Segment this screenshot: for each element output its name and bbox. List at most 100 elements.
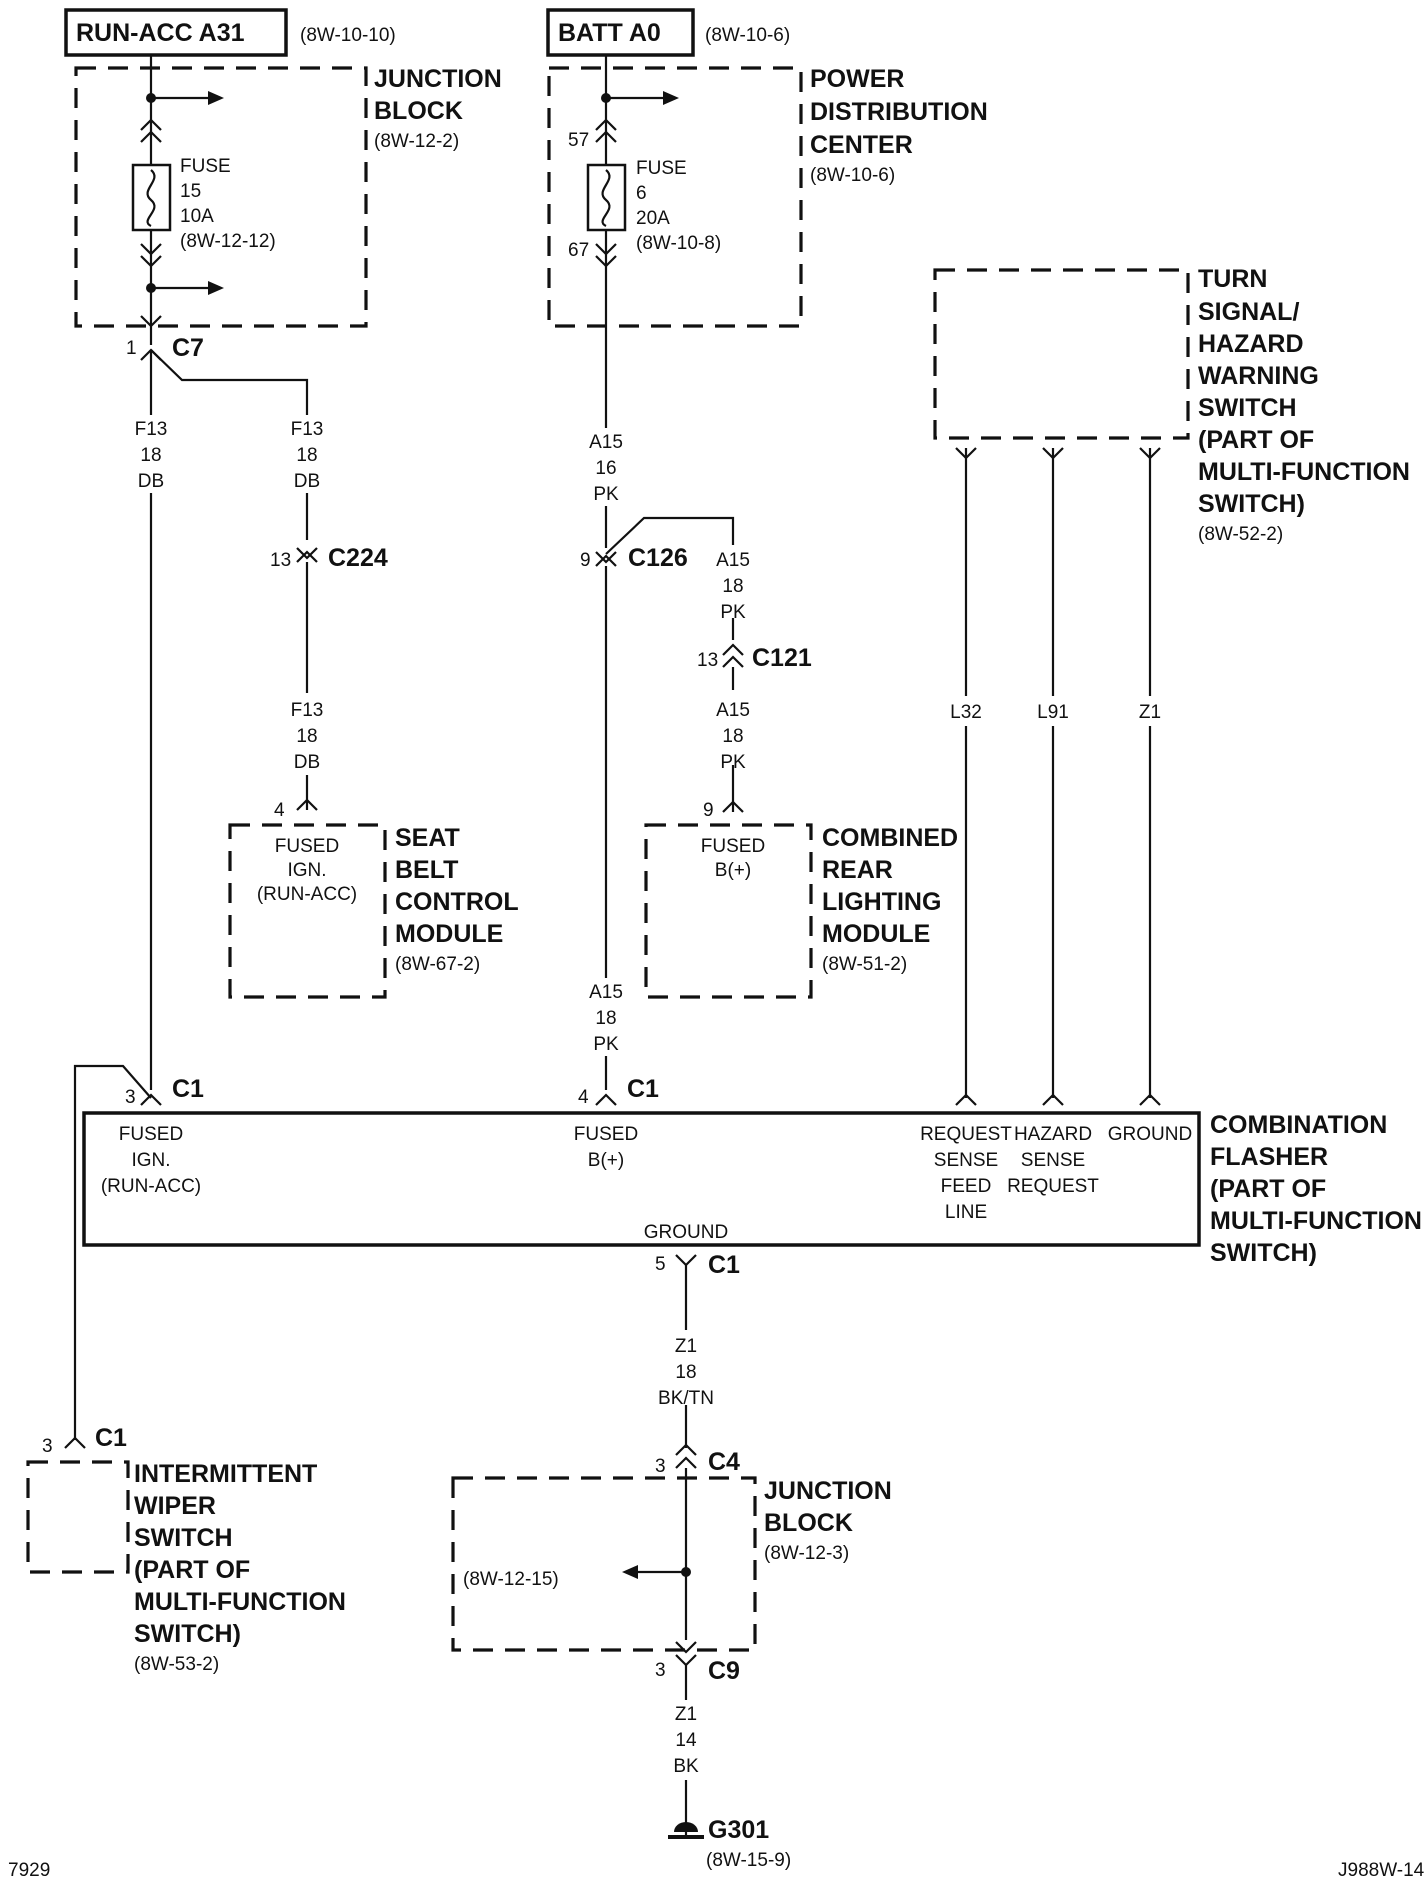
- c1-b-name: C1: [627, 1075, 659, 1103]
- f13-right-bottom-line-3: DB: [294, 752, 320, 773]
- a15-branch-bottom-line-3: PK: [720, 752, 746, 773]
- c7-name: C7: [172, 334, 204, 362]
- a15-top-line-3: PK: [593, 484, 619, 505]
- pdc-title-2: DISTRIBUTION: [810, 98, 988, 126]
- ground-g301-name: G301: [708, 1816, 769, 1844]
- wiper-switch-box: [26, 1460, 130, 1574]
- f13-right-top-line-3: DB: [294, 471, 320, 492]
- flasher-request-2: SENSE: [934, 1150, 998, 1171]
- seat-belt-ref: (8W-67-2): [395, 954, 480, 975]
- flasher-request-4: LINE: [945, 1202, 987, 1223]
- a15-down-line-2: 18: [595, 1008, 616, 1029]
- a15-branch-top-line-3: PK: [720, 602, 746, 623]
- c1-wiper-name: C1: [95, 1424, 127, 1452]
- wiper-title-2: WIPER: [134, 1492, 216, 1520]
- c224-pin: 13: [270, 550, 291, 571]
- seat-belt-module-box: [228, 823, 387, 999]
- flasher-ground-top: GROUND: [1108, 1124, 1192, 1145]
- a15-down-line-1: A15: [589, 982, 623, 1003]
- c1-wiper-pin: 3: [42, 1436, 53, 1457]
- z1-mid-line-1: Z1: [675, 1336, 697, 1357]
- fuse-6: [586, 163, 627, 232]
- wire-z1-top-label: Z1: [1139, 702, 1161, 723]
- f13-right-top-line-1: F13: [291, 419, 324, 440]
- rear-lighting-title-1: COMBINED: [822, 824, 958, 852]
- run-acc-source-label: RUN-ACC A31: [76, 19, 245, 47]
- ground-symbol-icon: [668, 1822, 704, 1839]
- wiper-title-5: MULTI-FUNCTION: [134, 1588, 346, 1616]
- fuse-15-line-3: 10A: [180, 206, 214, 227]
- a15-down-line-3: PK: [593, 1034, 619, 1055]
- turn-signal-title-2: SIGNAL/: [1198, 298, 1299, 326]
- flasher-title-2: FLASHER: [1210, 1143, 1328, 1171]
- flasher-hazard-1: HAZARD: [1014, 1124, 1092, 1145]
- z1-bottom-line-2: 14: [675, 1730, 697, 1751]
- turn-signal-switch-box: [933, 268, 1190, 440]
- seat-belt-title-3: CONTROL: [395, 888, 519, 916]
- fuse-15-line-1: FUSE: [180, 156, 231, 177]
- flasher-request-1: REQUEST: [920, 1124, 1012, 1145]
- seat-belt-title-4: MODULE: [395, 920, 503, 948]
- turn-signal-title-1: TURN: [1198, 265, 1267, 293]
- batt-source-ref: (8W-10-6): [705, 25, 790, 46]
- fuse-6-line-4: (8W-10-8): [636, 233, 721, 254]
- a15-branch-top-line-2: 18: [722, 576, 743, 597]
- footer-right-code: J988W-14: [1338, 1860, 1424, 1881]
- flasher-title-4: MULTI-FUNCTION: [1210, 1207, 1422, 1235]
- junction-block-bottom-ref: (8W-12-3): [764, 1543, 849, 1564]
- turn-signal-title-7: MULTI-FUNCTION: [1198, 458, 1410, 486]
- turn-signal-title-6: (PART OF: [1198, 426, 1314, 454]
- flasher-title-1: COMBINATION: [1210, 1111, 1387, 1139]
- flasher-fused-ign-3: (RUN-ACC): [101, 1176, 201, 1197]
- junction-block-top: [74, 56, 368, 345]
- f13-left-line-1: F13: [135, 419, 168, 440]
- rear-lighting-module-box: [644, 823, 813, 999]
- f13-right-bottom-line-2: 18: [296, 726, 317, 747]
- c126-pin: 9: [580, 550, 591, 571]
- run-acc-source-ref: (8W-10-10): [300, 25, 396, 46]
- wiper-ref: (8W-53-2): [134, 1654, 219, 1675]
- c9-name: C9: [708, 1657, 740, 1685]
- c126-name: C126: [628, 544, 688, 572]
- a15-branch-bottom-line-2: 18: [722, 726, 743, 747]
- rear-lighting-ref: (8W-51-2): [822, 954, 907, 975]
- c7-pin: 1: [126, 338, 137, 359]
- run-acc-source-box: [64, 8, 288, 57]
- z1-bottom-line-1: Z1: [675, 1704, 697, 1725]
- flasher-ground-bottom: GROUND: [644, 1222, 728, 1243]
- c121-pin: 13: [697, 650, 718, 671]
- f13-right-top-line-2: 18: [296, 445, 317, 466]
- wire-l32-label: L32: [950, 702, 982, 723]
- pdc-pin-57: 57: [568, 130, 589, 151]
- fuse-15-line-2: 15: [180, 181, 201, 202]
- f13-left-line-2: 18: [140, 445, 161, 466]
- a15-branch-top-line-1: A15: [716, 550, 750, 571]
- junction-block-top-ref: (8W-12-2): [374, 131, 459, 152]
- flasher-hazard-2: SENSE: [1021, 1150, 1085, 1171]
- batt-source-label: BATT A0: [558, 19, 661, 47]
- flasher-fused-ign-2: IGN.: [131, 1150, 170, 1171]
- seat-belt-inner-3: (RUN-ACC): [257, 884, 357, 905]
- c224-name: C224: [328, 544, 388, 572]
- flasher-fused-b-1: FUSED: [574, 1124, 638, 1145]
- turn-signal-title-8: SWITCH): [1198, 490, 1305, 518]
- flasher-title-3: (PART OF: [1210, 1175, 1326, 1203]
- batt-source-box: [546, 8, 695, 57]
- f13-left-line-3: DB: [138, 471, 164, 492]
- fuse-15-line-4: (8W-12-12): [180, 231, 276, 252]
- junction-block-top-title-1: JUNCTION: [374, 65, 502, 93]
- z1-mid-line-3: BK/TN: [658, 1388, 714, 1409]
- power-distribution-center: [547, 56, 803, 520]
- turn-signal-title-4: WARNING: [1198, 362, 1319, 390]
- c1-a-pin: 3: [125, 1087, 136, 1108]
- flasher-request-3: FEED: [941, 1176, 992, 1197]
- c9-pin: 3: [655, 1660, 666, 1681]
- z1-bottom-line-3: BK: [673, 1756, 699, 1777]
- a15-top-line-1: A15: [589, 432, 623, 453]
- wiper-title-6: SWITCH): [134, 1620, 241, 1648]
- rear-lighting-title-4: MODULE: [822, 920, 930, 948]
- turn-signal-wires: [955, 447, 1161, 1106]
- rear-lighting-inner-1: FUSED: [701, 836, 765, 857]
- turn-signal-ref: (8W-52-2): [1198, 524, 1283, 545]
